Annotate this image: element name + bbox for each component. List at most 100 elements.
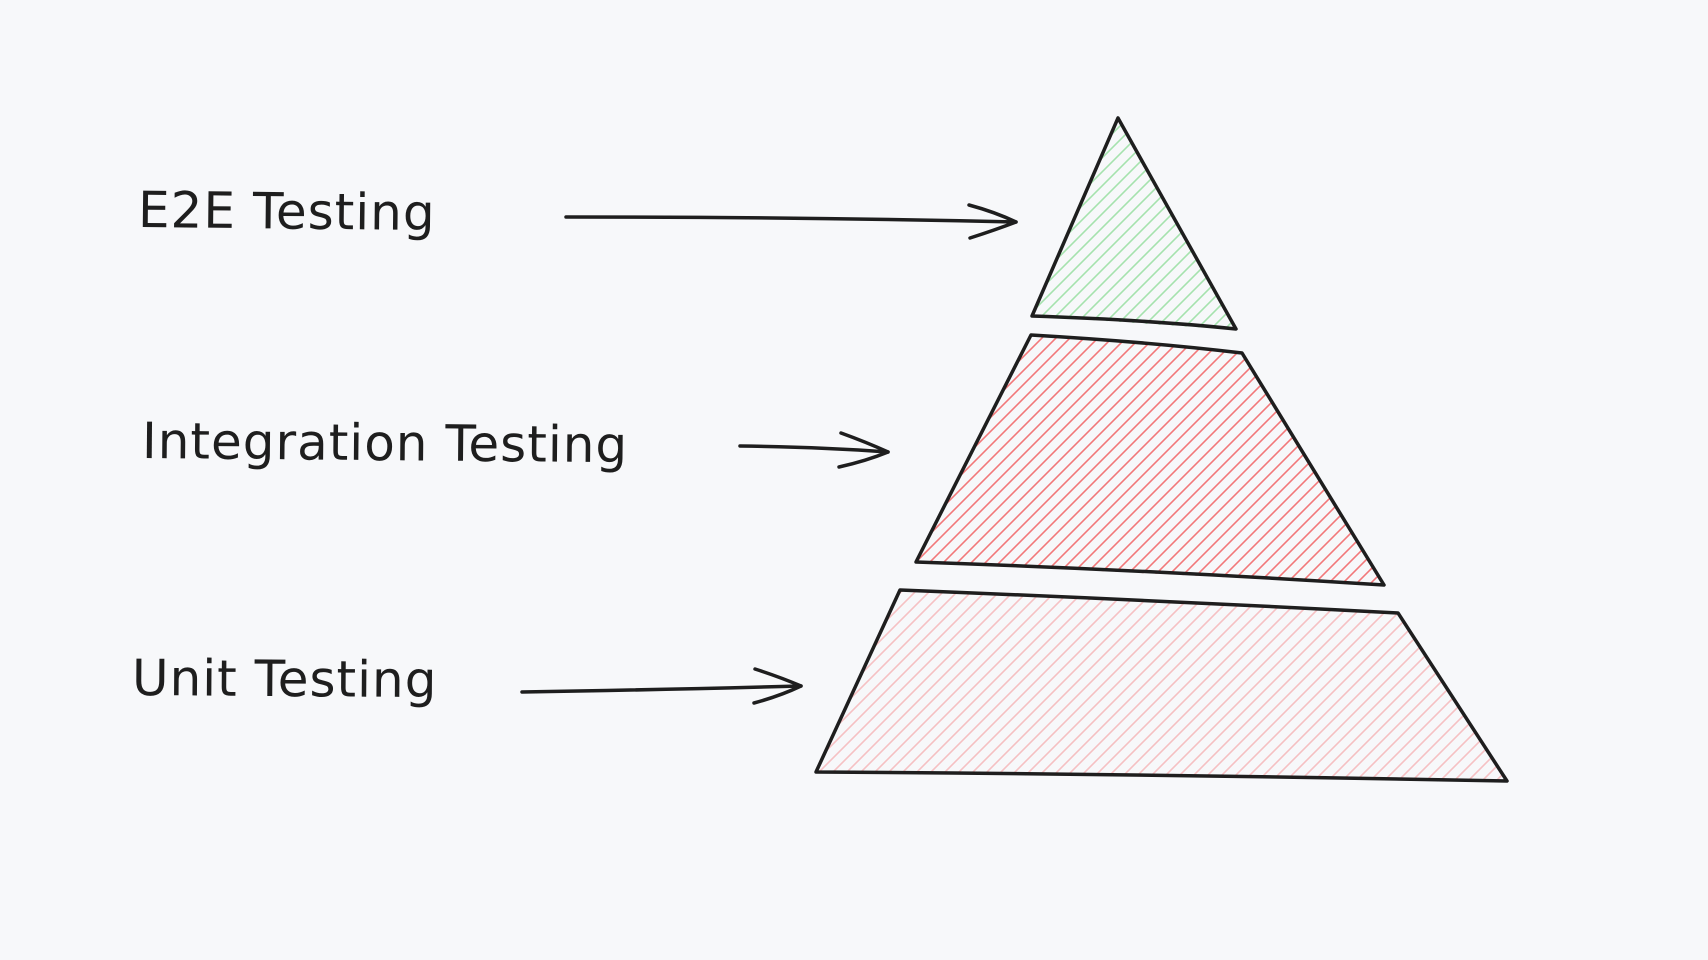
hatch-line xyxy=(1411,590,1507,781)
hatch-line xyxy=(949,590,1171,781)
hatch-line xyxy=(1222,118,1237,330)
hatch-line xyxy=(1082,118,1237,330)
hatch-line xyxy=(947,335,1229,585)
hatch-line xyxy=(961,335,1243,585)
hatch-line xyxy=(935,590,1157,781)
hatch-line xyxy=(1355,590,1507,781)
hatch-line xyxy=(1103,590,1325,781)
hatch-line xyxy=(1283,335,1384,585)
hatch-line xyxy=(816,590,1017,781)
hatch-line xyxy=(916,335,1159,585)
hatch-line xyxy=(1032,118,1161,330)
hatch-line xyxy=(719,100,964,345)
hatch-line xyxy=(1327,590,1507,781)
hatch-line xyxy=(1033,590,1255,781)
hatch-line xyxy=(1313,590,1507,781)
unit-layer-outline xyxy=(814,588,1509,783)
hatch-line xyxy=(1089,590,1311,781)
hatch-line xyxy=(1311,335,1384,585)
hatch-line xyxy=(1061,590,1283,781)
hatch-line xyxy=(1279,100,1524,345)
hatch-line xyxy=(1381,335,1384,585)
unit-arrow xyxy=(520,667,803,705)
hatch-line xyxy=(916,335,1117,585)
hatch-line xyxy=(991,590,1213,781)
e2e-layer-hatch xyxy=(705,100,1538,345)
hatch-line xyxy=(916,335,1131,585)
hatch-line xyxy=(1297,335,1384,585)
hatch-line xyxy=(893,590,1115,781)
hatch-line xyxy=(1180,118,1237,330)
hatch-line xyxy=(916,335,1145,585)
hatch-line xyxy=(733,100,978,345)
hatch-line xyxy=(1032,118,1077,330)
hatch-line xyxy=(1152,118,1237,330)
hatch-line xyxy=(544,575,764,795)
hatch-line xyxy=(570,320,850,600)
hatch-line xyxy=(1269,335,1384,585)
hatch-line xyxy=(598,320,878,600)
hatch-line xyxy=(705,100,950,345)
hatch-line xyxy=(916,335,949,585)
e2e-arrow xyxy=(564,203,1018,240)
hatch-line xyxy=(1255,335,1384,585)
hatch-line xyxy=(584,320,864,600)
hatch-line xyxy=(572,575,792,795)
hatch-line xyxy=(530,575,750,795)
hatch-line xyxy=(916,335,935,585)
hatch-line xyxy=(1096,118,1237,330)
hatch-line xyxy=(1138,118,1237,330)
hatch-line xyxy=(916,335,1173,585)
hatch-line xyxy=(1145,590,1367,781)
hatch-line xyxy=(1524,575,1708,795)
hatch-line xyxy=(558,575,778,795)
hatch-line xyxy=(1353,335,1384,585)
hatch-line xyxy=(1075,590,1297,781)
hatch-line xyxy=(1005,590,1227,781)
hatch-line xyxy=(1068,118,1237,330)
hatch-line xyxy=(916,335,1187,585)
hatch-line xyxy=(1110,118,1237,330)
hatch-line xyxy=(921,590,1143,781)
hatch-line xyxy=(1032,118,1063,330)
hatch-line xyxy=(612,320,892,600)
e2e-layer-outline xyxy=(1030,116,1238,331)
hatch-line xyxy=(816,590,975,781)
hatch-line xyxy=(1467,590,1507,781)
hatch-line xyxy=(1047,590,1269,781)
unit-layer-hatch xyxy=(530,575,1708,795)
hatch-line xyxy=(865,590,1087,781)
hatch-line xyxy=(1438,320,1708,600)
hatch-line xyxy=(989,335,1271,585)
hatch-line xyxy=(933,335,1215,585)
hatch-line xyxy=(963,590,1185,781)
hatch-line xyxy=(1251,100,1496,345)
hatch-line xyxy=(1495,590,1507,781)
hatch-line xyxy=(1410,320,1690,600)
integration-layer-outline xyxy=(914,333,1386,587)
hatch-line xyxy=(1425,590,1507,781)
hatch-line xyxy=(1157,335,1384,585)
hatch-line xyxy=(1397,590,1507,781)
hatch-line xyxy=(1019,590,1241,781)
hatch-line xyxy=(1453,590,1507,781)
hatch-line xyxy=(747,100,992,345)
hatch-line xyxy=(1208,118,1237,330)
hatch-line xyxy=(816,590,989,781)
hatch-line xyxy=(816,590,1031,781)
hatch-line xyxy=(1236,118,1237,330)
hatch-line xyxy=(1131,590,1353,781)
hatch-line xyxy=(1032,118,1237,330)
hatch-line xyxy=(1396,320,1676,600)
hatch-line xyxy=(1032,118,1237,330)
hatch-line xyxy=(1339,335,1384,585)
hatch-line xyxy=(1439,590,1507,781)
integration-arrow xyxy=(738,431,890,469)
hatch-line xyxy=(1194,118,1237,330)
hatch-line xyxy=(1481,590,1507,781)
hatch-line xyxy=(1293,100,1538,345)
hatch-line xyxy=(1341,590,1507,781)
hatch-line xyxy=(1367,335,1384,585)
hatch-line xyxy=(1166,118,1237,330)
